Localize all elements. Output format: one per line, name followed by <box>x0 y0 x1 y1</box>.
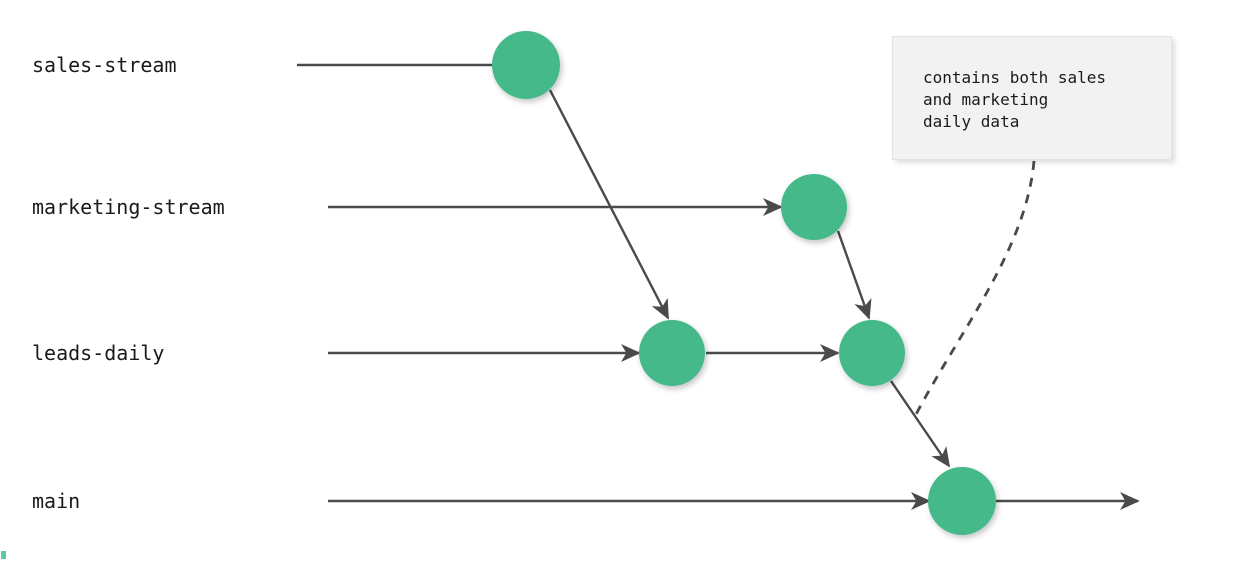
commit-node-leads-commit-1[interactable] <box>639 320 705 386</box>
commit-node-leads-commit-2[interactable] <box>839 320 905 386</box>
commit-node-main-commit[interactable] <box>928 467 996 535</box>
connector-sales-to-leads-merge <box>548 89 670 320</box>
annotation-line: contains both sales <box>923 68 1107 87</box>
connector-leads-to-main-merge <box>890 380 951 468</box>
branch-label-marketing-stream: marketing-stream <box>32 195 225 219</box>
commit-nodes <box>492 31 996 535</box>
commit-node-marketing-commit[interactable] <box>781 174 847 240</box>
annotation-line: and marketing <box>923 90 1049 109</box>
connector-marketing-to-leads-merge <box>836 230 872 320</box>
annotation-line: daily data <box>923 112 1020 131</box>
branch-label-sales-stream: sales-stream <box>32 53 177 77</box>
branch-lane-lines <box>297 56 931 510</box>
annotation-text: contains both sales and marketing daily da… <box>923 67 1106 133</box>
connector-annotation-leader <box>911 160 1036 421</box>
branch-label-leads-daily: leads-daily <box>32 341 165 365</box>
annotation-box: contains both sales and marketing daily da… <box>892 36 1172 160</box>
commit-node-sales-commit[interactable] <box>492 31 560 99</box>
corner-artifact <box>1 551 6 559</box>
branch-label-main: main <box>32 489 81 513</box>
connector-lines <box>548 89 1140 510</box>
